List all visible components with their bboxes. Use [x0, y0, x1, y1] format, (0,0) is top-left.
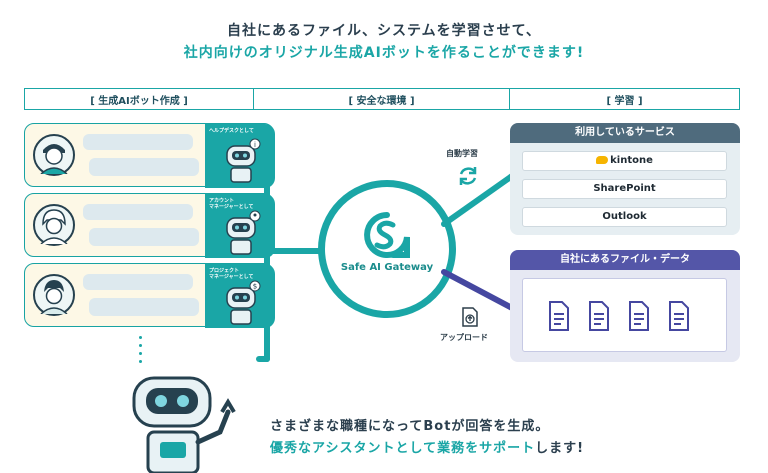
document-icon	[589, 301, 609, 331]
person-avatar-icon	[33, 274, 75, 316]
robot-mascot-icon	[132, 376, 236, 473]
auto-learn-label: 自動学習	[446, 149, 478, 158]
bot-badge: プロジェクト マネージャーとして $	[205, 264, 275, 328]
svg-text:i: i	[254, 141, 256, 149]
service-item-kintone: kintone	[522, 151, 727, 171]
upload-connector	[441, 269, 515, 311]
upload-label: アップロード	[440, 333, 488, 342]
robot-icon: $	[226, 280, 261, 325]
sync-icon	[459, 167, 477, 185]
svg-text:$: $	[253, 283, 257, 291]
person-avatar-icon	[33, 134, 75, 176]
persona-role-label: ヘルプデスクとして	[209, 128, 254, 134]
bottom-copy-tail: します!	[535, 441, 585, 456]
person-avatar-icon	[33, 204, 75, 246]
safe-ai-gateway	[318, 180, 456, 318]
bottom-copy-line-2: 優秀なアシスタントとして業務をサポートします!	[270, 437, 584, 456]
column-header-create: [ 生成AIボット作成 ]	[24, 88, 254, 110]
persona-card-helpdesk: ヘルプデスクとして i	[24, 123, 275, 188]
document-icon	[669, 301, 689, 331]
column-header-learn: [ 学習 ]	[510, 88, 740, 110]
persona-card-project-manager: プロジェクト マネージャーとして $	[24, 263, 275, 328]
kintone-logo-icon	[596, 156, 609, 164]
service-item-sharepoint: SharePoint	[522, 179, 727, 199]
service-item-outlook: Outlook	[522, 207, 727, 227]
robot-icon: i	[226, 138, 261, 183]
persona-role-label: アカウント マネージャーとして	[209, 198, 254, 210]
files-title: 自社にあるファイル・データ	[510, 250, 740, 270]
robot-icon	[226, 210, 261, 255]
headline-line-1: 自社にあるファイル、システムを学習させて、	[227, 23, 541, 39]
bottom-copy-line-1: さまざまな職種になってBotが回答を生成。	[270, 419, 550, 434]
headline-line-2: 社内向けのオリジナル生成AIボットを作ることができます!	[183, 45, 585, 61]
document-icon	[549, 301, 569, 331]
column-header-secure: [ 安全な環境 ]	[254, 88, 510, 110]
bottom-copy-highlight: 優秀なアシスタントとして業務をサポート	[270, 441, 536, 456]
persona-card-account-manager: アカウント マネージャーとして	[24, 193, 275, 258]
document-icon	[629, 301, 649, 331]
gateway-name: Safe AI Gateway	[340, 262, 434, 273]
upload-icon	[462, 307, 478, 327]
gateway-logo-icon	[364, 212, 410, 258]
services-title: 利用しているサービス	[510, 123, 740, 143]
auto-learn-connector	[441, 173, 515, 227]
persona-role-label: プロジェクト マネージャーとして	[209, 268, 254, 280]
